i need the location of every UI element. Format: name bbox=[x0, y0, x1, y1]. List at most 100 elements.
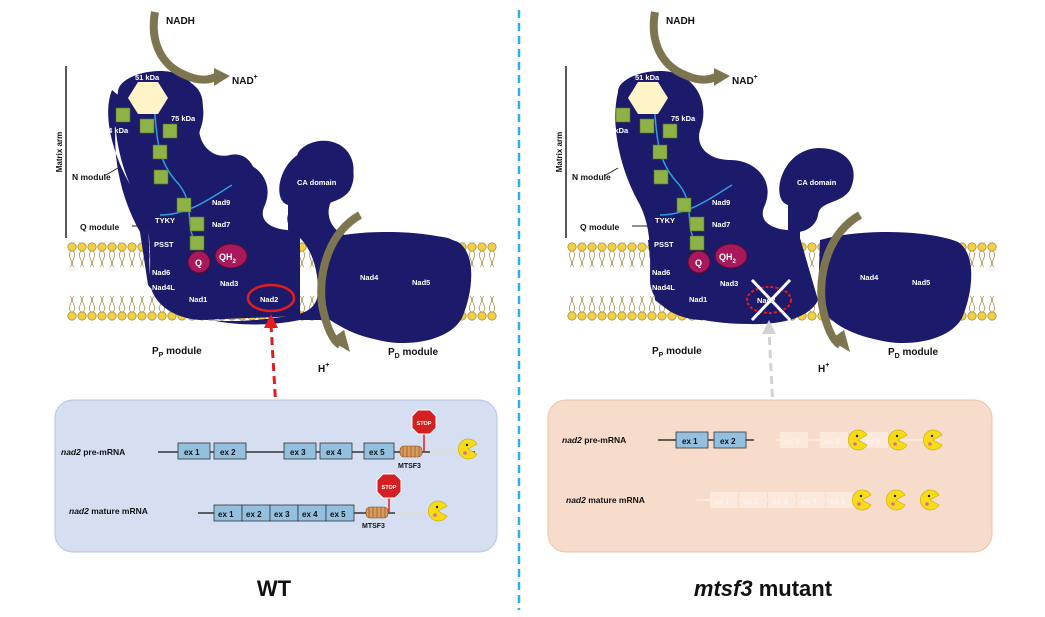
electron-path-2 bbox=[159, 184, 233, 216]
psst-label: PSST bbox=[154, 240, 174, 249]
nad3-label-mutant: Nad3 bbox=[720, 279, 738, 288]
lipid-top bbox=[807, 242, 817, 268]
wt-mature-exon-4-label: ex 4 bbox=[302, 510, 318, 519]
nad3-label: Nad3 bbox=[220, 279, 238, 288]
mutant-pre-exon-2-label: ex 2 bbox=[720, 437, 736, 446]
ca-domain-shape bbox=[279, 148, 354, 233]
mutant-mature-exon-4-label: ex 4 bbox=[801, 497, 817, 506]
wt-pre-stop-sign bbox=[411, 409, 437, 435]
lipid-top bbox=[987, 242, 997, 268]
nad7-label: Nad7 bbox=[212, 220, 230, 229]
flavin-hexagon bbox=[128, 82, 168, 114]
quinone-q-mutant bbox=[687, 250, 711, 274]
nad9-label-mutant: Nad9 bbox=[712, 198, 730, 207]
nad-plus-label: NAD+ bbox=[232, 74, 258, 87]
wt-translation-arrowhead bbox=[264, 314, 278, 328]
nad6-label-mutant: Nad6 bbox=[652, 268, 670, 277]
complex-i-matrix-arm bbox=[115, 71, 300, 321]
mutant-pre-exon-2 bbox=[713, 431, 747, 449]
mutant-mature-exons: ex 1 ex 2 ex 3 ex 4 ex 5 bbox=[710, 492, 854, 508]
lipid-top bbox=[477, 242, 487, 268]
q-module-label: Q module bbox=[80, 222, 119, 232]
lipid-top bbox=[127, 242, 137, 268]
wt-mature-mtsf3-protein bbox=[365, 506, 389, 519]
matrix-arm-label: Matrix arm bbox=[55, 132, 64, 172]
nad4-label: Nad4 bbox=[360, 273, 379, 282]
proton-arrow bbox=[317, 211, 363, 349]
wt-pre-exon-1 bbox=[177, 442, 211, 460]
mutant-mrna-box bbox=[547, 399, 993, 553]
lipid-bottom bbox=[627, 295, 637, 321]
wt-panel: NADH NAD+ 51 kDa 24 kDa 75 kDa Matrix ar… bbox=[54, 11, 498, 601]
wt-pre-exon-4-label: ex 4 bbox=[326, 448, 342, 457]
wt-mature-exons: ex 1 ex 2 ex 3 ex 4 ex 5 bbox=[213, 504, 355, 522]
mutant-pre-exon-1-label: ex 1 bbox=[682, 437, 698, 446]
wt-mature-exon-5 bbox=[325, 504, 355, 522]
lipid-bottom bbox=[567, 295, 577, 321]
lipid-top bbox=[587, 242, 597, 268]
lipid-bottom bbox=[617, 295, 627, 321]
pd-module-shape-mutant bbox=[818, 231, 972, 344]
wt-pre-exon-3 bbox=[283, 442, 317, 460]
pp-module-label: PP module bbox=[152, 346, 202, 359]
mutant-translation-arrowhead bbox=[762, 320, 776, 334]
nadh-arrow-mutant bbox=[649, 11, 720, 84]
wt-pre-mtsf3-protein bbox=[399, 445, 423, 458]
wt-pre-mrna-label: nad2 pre-mRNA bbox=[61, 447, 125, 457]
wt-mature-exon-3-label: ex 3 bbox=[274, 510, 290, 519]
wt-pre-exon-2-label: ex 2 bbox=[220, 448, 236, 457]
lipid-top bbox=[87, 242, 97, 268]
q-label-mutant: Q bbox=[695, 258, 702, 268]
mutant-pre-exon-3-label: ex 3 bbox=[784, 437, 800, 446]
mutant-pre-exons: ex 1 ex 2 ex 3 ex 4 ex 5 bbox=[675, 431, 888, 449]
lipid-bottom bbox=[977, 295, 987, 321]
mutant-mature-exon-4-degraded bbox=[797, 492, 825, 508]
lipid-bottom bbox=[647, 295, 657, 321]
lipid-top bbox=[977, 242, 987, 268]
wt-pre-exons: ex 1 ex 2 ex 3 ex 4 ex 5 bbox=[177, 442, 395, 460]
proton-arrowhead-mutant bbox=[830, 330, 850, 352]
lipid-bottom bbox=[477, 295, 487, 321]
mutant-pre-exon-5-degraded bbox=[862, 432, 888, 448]
lipid-top bbox=[487, 242, 497, 268]
lipid-bottom bbox=[67, 295, 77, 321]
nadh-arrowhead bbox=[214, 68, 230, 86]
lipid-bottom bbox=[97, 295, 107, 321]
lipid-bottom bbox=[107, 295, 117, 321]
nadh-label-mutant: NADH bbox=[666, 16, 695, 27]
nad1-label: Nad1 bbox=[189, 295, 207, 304]
lipid-bottom bbox=[607, 295, 617, 321]
ca-domain-shape-mutant bbox=[779, 148, 854, 233]
kda75-label-mutant: 75 kDa bbox=[671, 114, 696, 123]
mutant-pre-mrna-label: nad2 pre-mRNA bbox=[562, 435, 626, 445]
flavin-hexagon-mutant bbox=[628, 82, 668, 114]
nadh-label: NADH bbox=[166, 16, 195, 27]
lipid-bottom bbox=[117, 295, 127, 321]
pp-module-label-mutant: PP module bbox=[652, 346, 702, 359]
nad2-label-mutant: Nad2 bbox=[757, 296, 775, 305]
wt-mature-exon-2-label: ex 2 bbox=[246, 510, 262, 519]
mutant-mature-exon-3-label: ex 3 bbox=[772, 497, 788, 506]
kda24-label-mutant: 24 kDa bbox=[604, 126, 629, 135]
lipid-top bbox=[107, 242, 117, 268]
nad4-label-mutant: Nad4 bbox=[860, 273, 879, 282]
mutant-panel: NADH NAD+ 51 kDa 24 kDa 75 kDa Matrix ar… bbox=[547, 11, 997, 601]
lipid-top bbox=[117, 242, 127, 268]
kda51-label: 51 kDa bbox=[135, 73, 160, 82]
psst-label-mutant: PSST bbox=[654, 240, 674, 249]
lipid-bottom bbox=[967, 295, 977, 321]
nad5-label-mutant: Nad5 bbox=[912, 278, 930, 287]
ca-domain-label-mutant: CA domain bbox=[797, 178, 837, 187]
proton-label-mutant: H+ bbox=[818, 362, 829, 375]
mutant-mature-exon-2-degraded bbox=[739, 492, 767, 508]
wt-mature-stop-sign bbox=[376, 473, 402, 499]
mutant-mature-exon-5-label: ex 5 bbox=[830, 497, 846, 506]
nadh-arrow bbox=[149, 11, 220, 84]
quinone-qh2-mutant bbox=[714, 243, 748, 269]
mutant-mature-exon-3-degraded bbox=[768, 492, 796, 508]
pd-module-label-mutant: PD module bbox=[888, 347, 939, 360]
lipid-top bbox=[567, 242, 577, 268]
wt-pre-exon-1-label: ex 1 bbox=[184, 448, 200, 457]
wt-mature-exon-1-label: ex 1 bbox=[218, 510, 234, 519]
